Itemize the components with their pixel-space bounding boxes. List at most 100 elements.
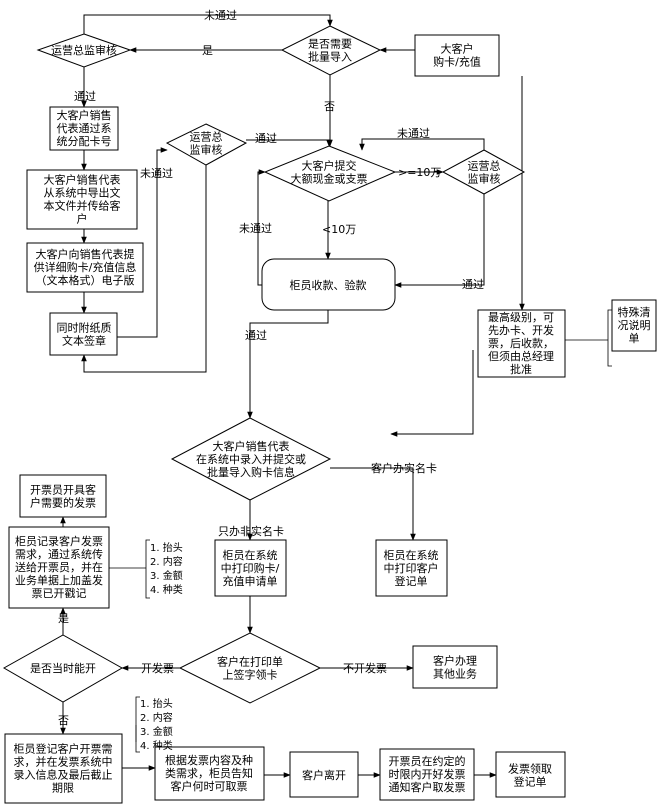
node-line: 运营总 [468, 159, 501, 173]
node-line: 大客户销售代表 [213, 439, 290, 453]
node-line: 客户何时可取票 [171, 779, 248, 793]
node-line: 但须由总经理 [488, 349, 554, 363]
label-yes-left: 是 [58, 612, 69, 625]
node-text-teller-register-invoice: 柜员登记客户开票需求，并在发票系统中录入信息及最后截止期限 [14, 742, 113, 795]
node-text-d-ops-top: 运营总监审核 [51, 43, 117, 57]
node-line: 上签字领卡 [223, 668, 278, 682]
nodes [2, 25, 657, 804]
node-line: 柜员在系统 [384, 549, 439, 562]
box-invoicer-later [379, 748, 475, 801]
node-line: 客户办理 [433, 654, 477, 668]
node-line: 开票员开具客 [30, 483, 96, 497]
edge-ops-right-not-passed [359, 138, 485, 151]
node-line: 户需要的发票 [30, 496, 96, 510]
box-special-note [611, 299, 657, 352]
node-line: 大客户 [441, 42, 474, 56]
box-teller-record [8, 526, 110, 609]
edge-teller-not-passed [257, 169, 266, 286]
label-passed-bottom: 通过 [245, 329, 267, 342]
note-line: 1. 抬头 [150, 541, 183, 554]
node-text-special-note: 特殊清况说明单 [618, 305, 651, 345]
label-not-passed-top: 未通过 [204, 9, 237, 22]
node-line: 客户在打印单 [217, 655, 283, 669]
node-line: 求，并在发票系统中 [14, 755, 113, 769]
node-text-provide-detail: 大客户向销售代表提供详细购卡/充值信息（文本格式）电子版 [34, 247, 137, 287]
node-text-teller-check: 柜员收款、验款 [290, 278, 367, 292]
label-non-real-name: 只办非实名卡 [218, 524, 284, 538]
decision-invoice-now [2, 634, 124, 703]
label-real-name: 客户办实名卡 [371, 461, 437, 475]
node-text-invoicer-later: 开票员在约定的时限内开好发票通知客户取发票 [389, 754, 466, 794]
node-line: 客户离开 [302, 768, 346, 782]
node-line: 单 [629, 332, 640, 345]
node-line: 票，后收款， [488, 336, 554, 350]
edge-ops-right-passed [394, 194, 485, 288]
edge-labels: 未通过 是 通过 否 未通过 通过 未通过 >=10万 <10万 未通过 通过 … [58, 9, 484, 727]
node-line: 批准 [510, 362, 532, 376]
edge-attach-to-ops-mid [117, 147, 168, 338]
node-text-d-sign: 客户在打印单上签字领卡 [217, 655, 283, 682]
node-line: 批量导入 [308, 50, 352, 64]
node-line: 其他业务 [433, 668, 477, 681]
note-line: 4. 种类 [140, 739, 173, 752]
note-line: 2. 内容 [140, 711, 173, 724]
label-no-invoice: 不开发票 [343, 661, 387, 675]
node-line: 柜员记录客户发票 [15, 534, 103, 548]
edge-real-name [330, 467, 416, 541]
node-text-tell-customer: 根据发票内容及种类需求，柜员告知客户何时可取票 [165, 753, 253, 793]
node-line: 充值申请单 [223, 574, 278, 588]
note-bracket-invoice-upper [145, 539, 150, 599]
node-line: 需求，通过系统传 [15, 548, 103, 561]
node-line: 中打印购卡/ [221, 561, 280, 575]
node-line: 发票领取 [508, 762, 552, 776]
edge-ops-top-not-passed [83, 14, 333, 34]
decision-sign-card [178, 632, 322, 704]
box-assign-card [49, 106, 119, 151]
box-customer-leave [289, 751, 359, 798]
node-line: （文本格式）电子版 [36, 273, 135, 287]
node-line: 期限 [52, 782, 74, 795]
node-text-print-register: 柜员在系统中打印客户登记单 [384, 549, 439, 588]
node-line: 大客户向销售代表提 [36, 247, 135, 261]
node-text-top-level: 最高级别，可先办卡、开发票，后收款，但须由总经理批准 [488, 310, 554, 376]
note-line: 3. 金额 [150, 569, 183, 582]
node-line: 柜员收款、验款 [290, 278, 367, 292]
note-bracket-invoice-lower [135, 696, 140, 753]
note-bracket-special [607, 309, 612, 367]
node-line: 开票员在约定的 [389, 754, 466, 768]
node-line: 柜员登记客户开票需 [14, 742, 113, 756]
node-text-print-purchase: 柜员在系统中打印购卡/充值申请单 [221, 549, 280, 588]
node-text-pickup-register: 发票领取登记单 [508, 762, 552, 789]
node-line: 送给开票员，并在 [15, 560, 103, 574]
node-line: 运营总 [190, 130, 223, 144]
box-print-purchase [214, 539, 287, 597]
label-ge-100k: >=10万 [398, 166, 441, 179]
node-line: 购卡/充值 [433, 55, 481, 69]
edge-ops-mid-not-passed [81, 165, 207, 373]
node-line: 运营总监审核 [51, 43, 117, 57]
box-provide-detail [26, 242, 144, 293]
connectors [60, 14, 612, 778]
node-text-other-business: 客户办理其他业务 [433, 654, 477, 681]
node-text-export-text: 大客户销售代表从系统中导出文本文件并传给客户 [44, 173, 121, 226]
edge-top-level-to-enter [390, 350, 474, 437]
node-line: 中打印客户 [384, 561, 439, 575]
box-pickup-register [495, 751, 566, 798]
node-line: 先办卡、开发 [488, 323, 554, 337]
box-attach-paper [49, 312, 118, 356]
box-print-register [375, 539, 448, 597]
node-line: 登记单 [395, 574, 428, 588]
node-line: 时限内开好发票 [389, 767, 466, 781]
label-no-left: 否 [58, 714, 69, 727]
node-line: 大客户销售代表 [44, 173, 121, 187]
node-line: 监审核 [468, 172, 501, 186]
node-line: 同时附纸质 [57, 321, 112, 335]
node-text-d-invoice-now: 是否当时能开 [30, 661, 96, 675]
label-yes-top: 是 [202, 44, 213, 57]
node-text-d-batch: 是否需要批量导入 [308, 38, 352, 64]
node-text-d-enter: 大客户销售代表在系统中录入并提交或批量导入购卡信息 [196, 439, 306, 479]
node-line: 本文件并传给客 [44, 199, 121, 213]
